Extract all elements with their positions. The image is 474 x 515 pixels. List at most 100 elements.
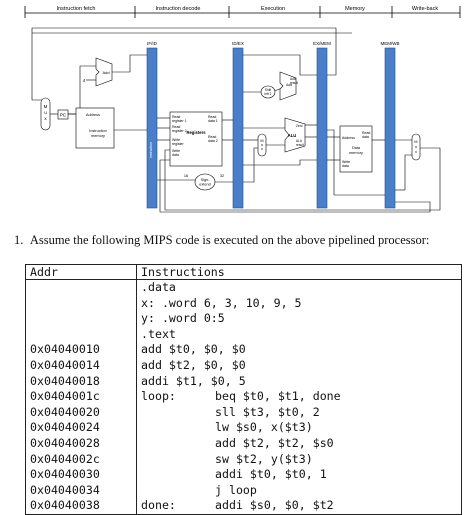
register-file: Read register 1 Read register 2 Write re… — [169, 111, 223, 167]
mem-wb-register — [384, 47, 396, 209]
address-cell: 0x04040010 — [30, 342, 100, 357]
stage-label-wb: Write-back — [412, 6, 438, 12]
instruction-line: add $t0, $0, $0 — [141, 342, 457, 358]
svg-text:memory: memory — [349, 151, 363, 155]
question-prompt: 1. Assume the following MIPS code is exe… — [14, 233, 466, 248]
address-cell: 0x04040028 — [30, 435, 100, 450]
svg-text:ALU: ALU — [288, 133, 297, 138]
question-text: Assume the following MIPS code is execut… — [29, 233, 430, 247]
instruction-line: loop: beq $t0, $t1, done — [141, 389, 457, 405]
svg-text:data: data — [342, 164, 349, 168]
svg-text:Read: Read — [362, 131, 370, 135]
instruction-line: sw $t2, y($t3) — [141, 452, 457, 468]
svg-text:Read: Read — [208, 135, 216, 139]
code-text: y: .word 0:5 — [141, 311, 225, 326]
alu: ALU Zero ALU result — [284, 117, 306, 153]
svg-text:result: result — [290, 81, 298, 85]
svg-text:Read: Read — [208, 115, 216, 119]
svg-text:Registers: Registers — [186, 130, 206, 135]
svg-text:Read: Read — [172, 125, 180, 129]
instruction-line: add $t2, $0, $0 — [141, 358, 457, 374]
code-text: .data — [141, 280, 176, 294]
address-cell: 0x04040020 — [30, 404, 100, 419]
if-id-label: IF/ID — [147, 41, 157, 46]
svg-text:result: result — [296, 143, 304, 147]
code-text: add $t0, $0, $0 — [141, 342, 246, 357]
svg-text:Sign-: Sign- — [201, 178, 211, 182]
svg-text:Add: Add — [286, 83, 292, 87]
svg-text:32: 32 — [220, 174, 224, 178]
svg-text:Write: Write — [172, 138, 180, 142]
question-number: 1. — [14, 233, 24, 247]
svg-text:data: data — [362, 135, 369, 139]
instruction-line: sll $t3, $t0, 2 — [141, 405, 457, 421]
alu-src-mux: M u x — [257, 133, 267, 157]
code-text: addi $t1, $0, 5 — [141, 373, 246, 388]
svg-text:data 2: data 2 — [208, 139, 218, 143]
svg-text:Shift: Shift — [265, 88, 271, 92]
address-cell: 0x04040030 — [30, 467, 100, 482]
code-text: x: .word 6, 3, 10, 9, 5 — [141, 295, 302, 310]
pc-mux: M u x — [40, 97, 51, 131]
shift-left-2: Shift left 2 — [260, 85, 276, 99]
svg-text:x: x — [44, 116, 47, 121]
ex-mem-register — [316, 47, 328, 209]
stage-label-ex: Execution — [261, 6, 285, 12]
svg-text:x: x — [415, 150, 417, 154]
code-text: add $t2, $0, $0 — [141, 357, 246, 372]
instruction-line: addi $t0, $t0, 1 — [141, 467, 457, 483]
pc-adder: Add 4 — [83, 57, 113, 87]
svg-text:M: M — [260, 139, 263, 143]
svg-text:extend: extend — [199, 183, 210, 187]
branch-adder: Add Add result — [279, 71, 298, 101]
svg-text:memory: memory — [91, 134, 105, 138]
instruction-line: done:addi $s0, $0, $t2 — [141, 498, 457, 514]
svg-text:register: register — [172, 142, 185, 146]
svg-text:4: 4 — [83, 78, 86, 83]
svg-text:u: u — [44, 110, 47, 115]
id-ex-register — [232, 47, 244, 209]
stage-label-if: Instruction fetch — [57, 6, 96, 12]
sign-extend-unit: Sign- extend 16 32 — [184, 173, 224, 191]
svg-text:Write: Write — [172, 149, 180, 153]
data-memory: Address Read data Write data Data memory — [339, 125, 373, 173]
code-text: sll $t3, $t0, 2 — [215, 404, 320, 419]
code-text: sw $t2, y($t3) — [215, 451, 313, 466]
address-cell — [30, 311, 132, 327]
if-id-register — [146, 47, 158, 209]
svg-text:Add: Add — [290, 77, 296, 81]
address-cell — [30, 296, 132, 312]
address-cell: 0x04040034 — [30, 482, 100, 497]
instruction-memory: Address Instruction memory — [75, 107, 115, 149]
svg-text:M: M — [414, 140, 417, 144]
code-text: add $t2, $t2, $s0 — [215, 435, 334, 450]
svg-text:Instruction: Instruction — [89, 129, 107, 133]
address-cell: 0x04040014 — [30, 357, 100, 372]
program-counter: PC — [57, 109, 69, 120]
code-text: .text — [141, 326, 176, 341]
pipeline-datapath-diagram: Instruction fetch Instruction decode Exe… — [24, 6, 461, 213]
instruction-line: .text — [141, 327, 457, 343]
svg-text:register 2: register 2 — [172, 129, 187, 133]
id-ex-label: ID/EX — [232, 41, 244, 46]
svg-text:Add: Add — [102, 70, 109, 75]
svg-text:Address: Address — [342, 136, 355, 140]
instruction-wire-label: Instruction — [149, 142, 153, 158]
svg-text:Data: Data — [352, 146, 361, 150]
instruction-line: add $t2, $t2, $s0 — [141, 436, 457, 452]
code-text: addi $s0, $0, $t2 — [215, 498, 334, 513]
instruction-line: x: .word 6, 3, 10, 9, 5 — [141, 296, 457, 312]
instruction-line: addi $t1, $0, 5 — [141, 374, 457, 390]
svg-text:Zero: Zero — [296, 124, 303, 128]
code-label: loop: — [141, 389, 176, 404]
address-cell: 0x0404002c — [30, 451, 100, 466]
address-cell: 0x04040038 — [30, 498, 100, 513]
svg-text:Read: Read — [172, 115, 180, 119]
svg-text:Address: Address — [86, 113, 100, 117]
code-text: addi $t0, $t0, 1 — [215, 467, 327, 482]
code-text: beq $t0, $t1, done — [215, 389, 341, 404]
svg-text:u: u — [261, 143, 263, 147]
